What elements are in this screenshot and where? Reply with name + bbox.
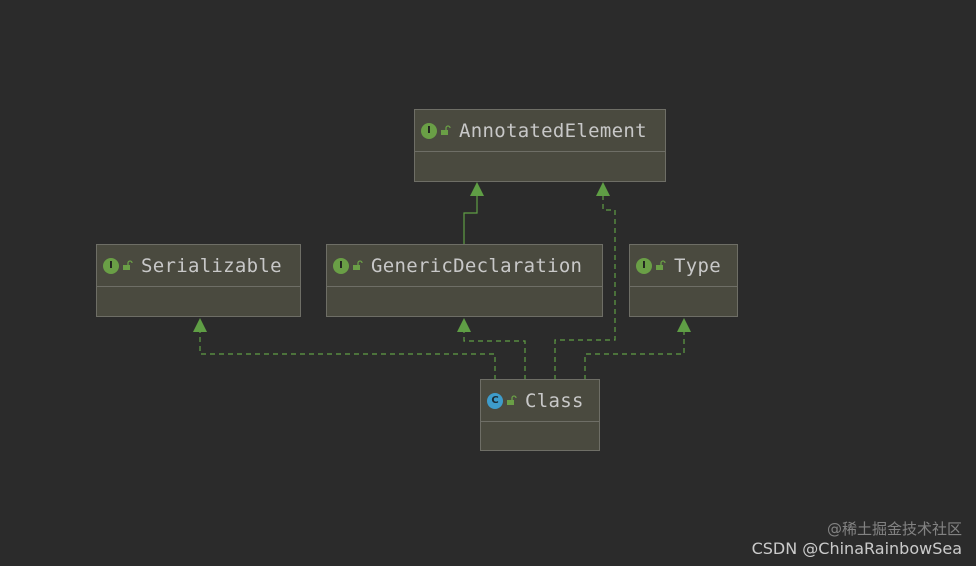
node-header: I Serializable [97,245,300,287]
arrowhead-annotatedelement-right [596,182,610,196]
watermark-csdn: CSDN @ChinaRainbowSea [751,539,962,558]
arrowhead-annotatedelement-left [470,182,484,196]
node-header: I AnnotatedElement [415,110,665,152]
node-serializable[interactable]: I Serializable [96,244,301,317]
class-icon: C [487,392,503,409]
edge-class-type [584,331,685,380]
interface-icon: I [103,257,119,274]
node-name: AnnotatedElement [459,119,647,142]
arrowhead-type [677,318,691,332]
unlocked-icon [441,125,451,135]
node-header: I Type [630,245,737,287]
node-class[interactable]: C Class [480,379,600,451]
node-name: Class [525,389,584,412]
node-annotatedelement[interactable]: I AnnotatedElement [414,109,666,182]
node-genericdeclaration[interactable]: I GenericDeclaration [326,244,603,317]
unlocked-icon [656,260,666,270]
node-header: C Class [481,380,599,422]
unlocked-icon [123,260,133,270]
node-name: Type [674,254,721,277]
node-type[interactable]: I Type [629,244,738,317]
arrowhead-serializable [193,318,207,332]
watermark-juejin: @稀土掘金技术社区 [826,520,962,538]
edge-class-serializable [199,331,496,380]
unlocked-icon [353,260,363,270]
watermark: @稀土掘金技术社区 CSDN @ChinaRainbowSea [752,518,962,558]
unlocked-icon [507,395,517,405]
arrowhead-genericdeclaration [457,318,471,332]
interface-icon: I [333,257,349,274]
edge-class-annotatedelement [554,195,616,380]
interface-icon: I [636,257,652,274]
interface-icon: I [421,122,437,139]
node-name: GenericDeclaration [371,254,583,277]
node-name: Serializable [141,254,282,277]
edge-class-genericdeclaration [463,331,526,380]
edge-genericdeclaration-annotatedelement [463,195,478,244]
node-header: I GenericDeclaration [327,245,602,287]
